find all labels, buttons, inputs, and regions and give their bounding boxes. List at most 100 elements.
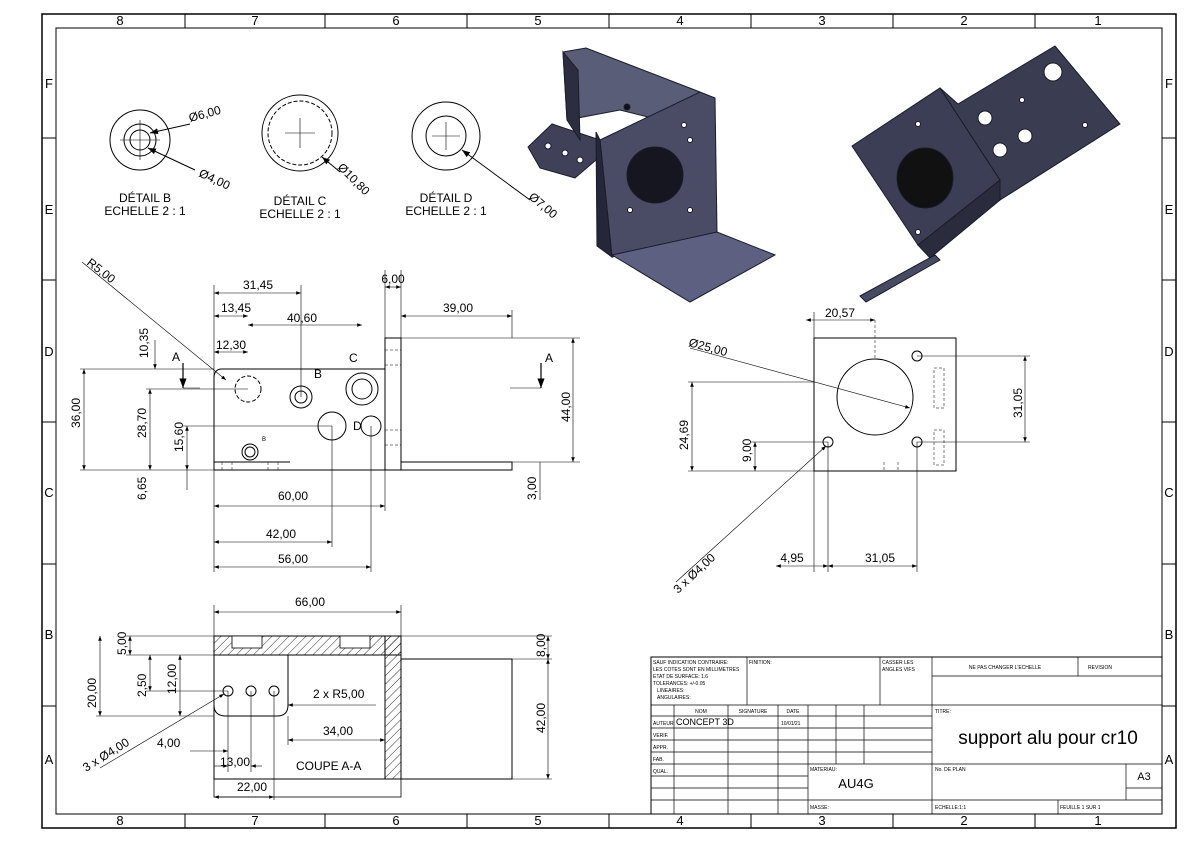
dim-12-00: 12,00 <box>165 664 179 694</box>
tb-note-1: SAUF INDICATION CONTRAIRE: <box>653 660 728 666</box>
tb-note-2: LES COTES SONT EN MILLIMETRES <box>653 667 740 673</box>
dim-15-60: 15,60 <box>172 422 186 452</box>
zone-left-b: B <box>45 627 54 642</box>
tb-revision: REVISION <box>1088 665 1112 671</box>
dim-39-00: 39,00 <box>443 301 473 315</box>
dim-31-45: 31,45 <box>243 278 273 292</box>
zone-right-c: C <box>1164 485 1173 500</box>
tb-titre: support alu pour cr10 <box>958 728 1138 749</box>
zone-top-1: 1 <box>1094 13 1101 28</box>
zone-bottom-2: 2 <box>960 813 967 828</box>
tb-role-appr: APPR. <box>653 745 668 751</box>
zone-top-7: 7 <box>251 13 258 28</box>
tb-note-4: TOLERANCES: +/-0.05 <box>653 681 706 687</box>
detail-b-dia-4: Ø4,00 <box>197 166 233 193</box>
dim-13-45: 13,45 <box>221 301 251 315</box>
zone-right-a: A <box>1165 752 1174 767</box>
detail-b-title: DÉTAIL B <box>119 190 171 205</box>
tb-masse: MASSE: <box>810 805 829 811</box>
zone-top-5: 5 <box>534 13 541 28</box>
tb-note-5: LINEAIRES: <box>657 688 685 694</box>
zone-right-e: E <box>1165 202 1174 217</box>
zone-top-8: 8 <box>116 13 123 28</box>
dim-66-00: 66,00 <box>295 595 325 609</box>
dim-20-57: 20,57 <box>825 306 855 320</box>
label-b-1: B <box>314 367 322 381</box>
tb-role-auteur: AUTEUR <box>653 721 674 727</box>
zone-left-f: F <box>45 76 53 91</box>
dim-4-95: 4,95 <box>780 551 804 565</box>
dim-22-00: 22,00 <box>237 780 267 794</box>
detail-c-dia: Ø10,80 <box>335 160 373 198</box>
dim-8-00: 8,00 <box>534 633 548 657</box>
dim-6-65: 6,65 <box>135 476 149 500</box>
label-d: D <box>353 419 362 433</box>
tb-echelle: ECHELLE:1:1 <box>935 805 966 811</box>
tb-ne-pas: NE PAS CHANGER L'ECHELLE <box>969 665 1042 671</box>
tb-col-date: DATE <box>787 709 801 715</box>
dim-44-00: 44,00 <box>559 392 573 422</box>
zone-top-2: 2 <box>960 13 967 28</box>
section-label: COUPE A-A <box>296 759 361 773</box>
zone-bottom-3: 3 <box>818 813 825 828</box>
dim-4-00: 4,00 <box>157 736 181 750</box>
zone-bottom-1: 1 <box>1094 813 1101 828</box>
tb-casser-2: ANGLES VIFS <box>882 667 915 673</box>
side-view <box>675 312 1030 583</box>
tb-auteur-name: CONCEPT 3D <box>676 717 734 727</box>
title-block-grid <box>650 656 1163 815</box>
dim-56-00: 56,00 <box>278 552 308 566</box>
dim-2x-r5: 2 x R5,00 <box>313 687 365 701</box>
dim-42-00: 42,00 <box>266 527 296 541</box>
dim-3x-dia-4-section: 3 x Ø4,00 <box>80 735 132 775</box>
zone-ticks <box>42 14 1176 828</box>
tb-col-nom: NOM <box>695 709 707 715</box>
zone-top-6: 6 <box>392 13 399 28</box>
tb-feuille: FEUILLE 1 SUR 1 <box>1060 805 1101 811</box>
tb-role-fab: FAB. <box>653 757 664 763</box>
tb-note-3: ETAT DE SURFACE: 1.6 <box>653 674 708 680</box>
dim-28-70: 28,70 <box>135 408 149 438</box>
detail-b-dia-6: Ø6,00 <box>187 103 223 125</box>
dim-dia-25: Ø25,00 <box>687 335 729 359</box>
dim-34-00: 34,00 <box>323 724 353 738</box>
zone-right-f: F <box>1165 76 1173 91</box>
dim-5-00: 5,00 <box>115 631 129 655</box>
zone-left-e: E <box>45 202 54 217</box>
dim-6-00-top: 6,00 <box>381 272 405 286</box>
tb-materiau-label: MATERIAU: <box>810 767 837 773</box>
dim-12-30: 12,30 <box>216 338 246 352</box>
detail-d-title: DÉTAIL D <box>420 190 473 205</box>
zone-bottom-4: 4 <box>676 813 683 828</box>
dim-2-50: 2,50 <box>135 673 149 697</box>
dim-3-00: 3,00 <box>525 476 539 500</box>
zone-bottom-5: 5 <box>534 813 541 828</box>
dim-r5: R5,00 <box>84 255 118 286</box>
tb-role-verif: VERIF. <box>653 733 669 739</box>
dim-42-00-section: 42,00 <box>534 703 548 733</box>
detail-b-scale: ECHELLE 2 : 1 <box>104 204 186 218</box>
zone-right-b: B <box>1165 627 1174 642</box>
dim-31-05-h: 31,05 <box>865 551 895 565</box>
dim-10-35: 10,35 <box>137 328 151 358</box>
dim-20-00: 20,00 <box>85 678 99 708</box>
zone-bottom-7: 7 <box>251 813 258 828</box>
detail-b <box>109 109 196 171</box>
zone-left-a: A <box>45 752 54 767</box>
zone-top-4: 4 <box>676 13 683 28</box>
tb-materiau: AU4G <box>838 776 873 791</box>
zone-bottom-8: 8 <box>116 813 123 828</box>
zone-left-c: C <box>44 485 53 500</box>
tb-casser-1: CASSER LES <box>882 660 914 666</box>
tb-auteur-date: 10/01/21 <box>781 721 801 727</box>
dim-9-00: 9,00 <box>740 438 754 462</box>
dim-36-00: 36,00 <box>69 398 83 428</box>
section-view <box>96 605 552 800</box>
tb-no-plan: No. DE PLAN <box>935 767 966 773</box>
iso-view-1 <box>527 47 777 303</box>
tb-role-qual: QUAL. <box>653 769 668 775</box>
dim-31-05-v: 31,05 <box>1011 388 1025 418</box>
dim-24-69: 24,69 <box>677 420 691 450</box>
detail-c <box>261 94 341 173</box>
